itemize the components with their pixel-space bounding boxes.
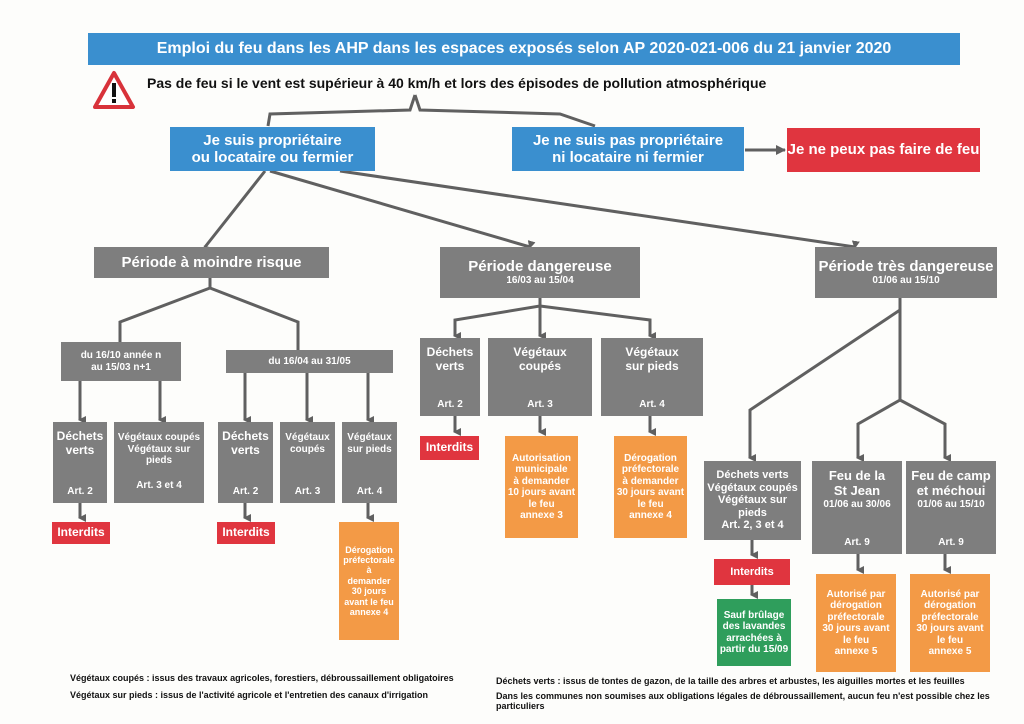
result-interdits-4: Interdits <box>714 559 790 585</box>
period-very-dangerous: Période très dangereuse 01/06 au 15/10 <box>815 247 997 298</box>
connector <box>539 304 656 340</box>
result-derogation-annexe4-mid: Dérogation préfectorale à demander 30 jo… <box>614 436 687 538</box>
not-owner-box: Je ne suis pas propriétaire ni locataire… <box>512 127 744 171</box>
connector <box>339 169 860 249</box>
result-interdits-1: Interdits <box>52 522 110 544</box>
result-interdits-3: Interdits <box>420 436 479 460</box>
connector <box>453 298 542 340</box>
connector <box>413 94 596 128</box>
period-low-risk: Période à moindre risque <box>94 247 329 278</box>
box-feu-de-camp: Feu de camp et méchoui 01/06 au 15/10 Ar… <box>906 461 996 554</box>
period-dangerous: Période dangereuse 16/03 au 15/04 <box>440 247 640 298</box>
footnote-vegetaux-pieds: Végétaux sur pieds : issus de l'activité… <box>70 690 429 700</box>
no-fire-box: Je ne peux pas faire de feu <box>787 128 980 172</box>
box-vegetaux-pieds-3: Végétaux sur pieds Art. 4 <box>601 338 703 416</box>
low-period-1: du 16/10 année n au 15/03 n+1 <box>61 342 181 381</box>
result-autorise-annexe5-stjean: Autorisé par dérogation préfectorale 30 … <box>816 574 896 672</box>
page-title: Emploi du feu dans les AHP dans les espa… <box>88 33 960 65</box>
connector <box>203 170 267 254</box>
result-sauf-brulage: Sauf brûlage des lavandes arrachées à pa… <box>717 599 791 666</box>
footnote-vegetaux-coupes: Végétaux coupés : issus des travaux agri… <box>70 673 454 683</box>
box-all-vegetation: Déchets verts Végétaux coupés Végétaux s… <box>704 461 801 540</box>
connector <box>266 94 417 127</box>
box-dechets-verts-3: Déchets verts Art. 2 <box>420 338 480 416</box>
connector <box>856 310 902 462</box>
box-dechets-verts-2: Déchets verts Art. 2 <box>218 422 273 503</box>
result-interdits-2: Interdits <box>217 522 275 544</box>
box-vegetaux-coupes-2: Végétaux coupés Art. 3 <box>280 422 335 503</box>
connector <box>209 286 300 350</box>
result-autorise-annexe5-camp: Autorisé par dérogation préfectorale 30 … <box>910 574 990 672</box>
connector <box>899 398 951 462</box>
result-autorisation-municipale: Autorisation municipale à demander 10 jo… <box>505 436 578 538</box>
footnote-dechets-verts: Déchets verts : issus de tontes de gazon… <box>496 676 965 686</box>
low-period-2: du 16/04 au 31/05 <box>226 350 393 373</box>
connector <box>748 298 902 462</box>
box-feu-st-jean: Feu de la St Jean 01/06 au 30/06 Art. 9 <box>812 461 902 554</box>
box-dechets-verts-1: Déchets verts Art. 2 <box>53 422 107 503</box>
box-vegetaux-pieds-2: Végétaux sur pieds Art. 4 <box>342 422 397 503</box>
connector <box>118 278 212 342</box>
warning-triangle-icon <box>92 70 136 110</box>
connector <box>269 169 536 249</box>
box-vegetaux-coupes-3: Végétaux coupés Art. 3 <box>488 338 592 416</box>
footnote-communes: Dans les communes non soumises aux oblig… <box>496 691 990 711</box>
warning-text: Pas de feu si le vent est supérieur à 40… <box>147 75 767 91</box>
result-derogation-annexe4-left: Dérogation préfectorale à demander 30 jo… <box>339 522 399 640</box>
owner-box: Je suis propriétaire ou locataire ou fer… <box>170 127 375 171</box>
box-vegetaux-1: Végétaux coupés Végétaux sur pieds Art. … <box>114 422 204 503</box>
